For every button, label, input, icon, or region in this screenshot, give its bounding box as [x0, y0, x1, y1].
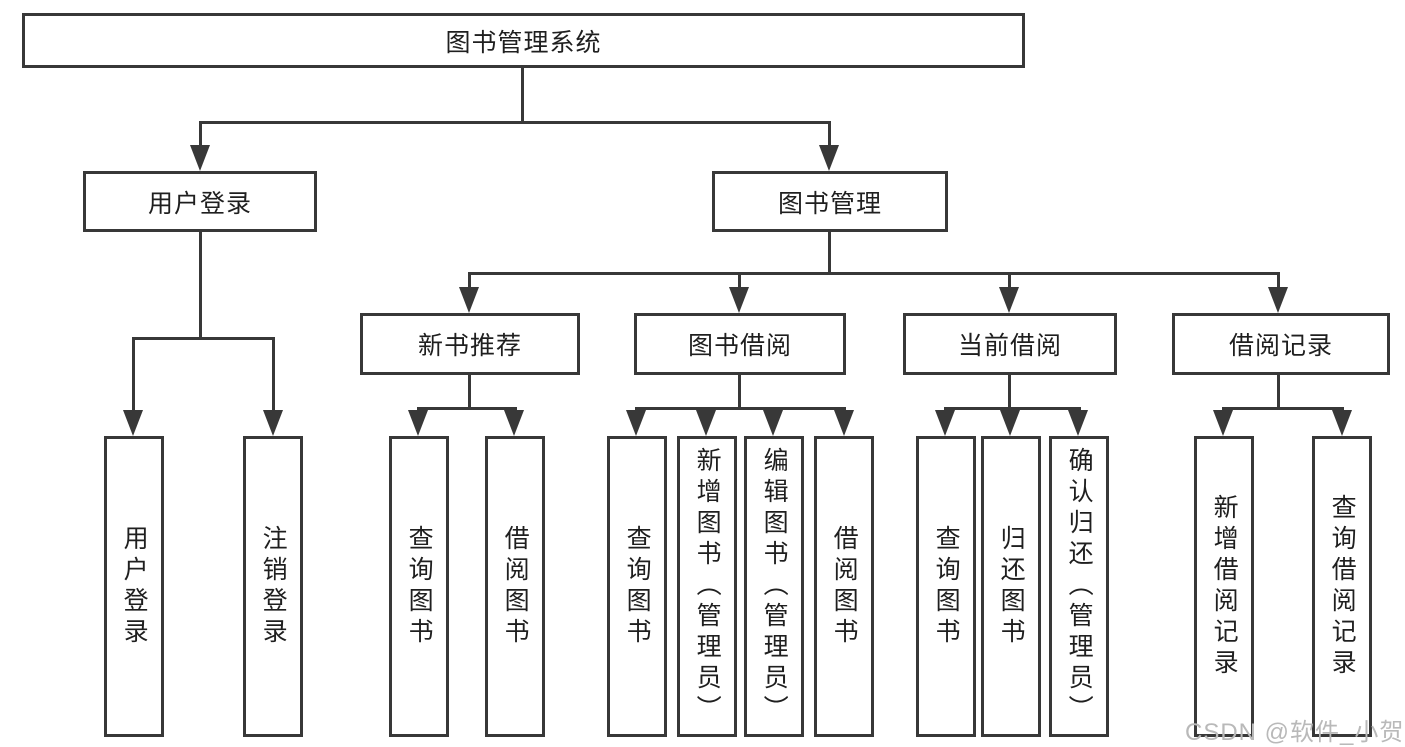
leaf-label: 编辑图书（管理员） [760, 447, 789, 726]
watermark: CSDN @软件_小贺同学 [1185, 719, 1405, 746]
leaf-return-books: 归还图书 [981, 436, 1041, 737]
connector-line [132, 337, 135, 412]
arrow-down-icon [408, 410, 428, 436]
node-book-management: 图书管理 [712, 171, 948, 232]
leaf-confirm-return-admin: 确认归还（管理员） [1049, 436, 1109, 737]
node-label: 用户登录 [147, 189, 252, 218]
connector-line [828, 232, 831, 272]
connector-line [199, 232, 202, 337]
leaf-query-books-3: 查询图书 [916, 436, 976, 737]
leaf-edit-books-admin: 编辑图书（管理员） [744, 436, 804, 737]
node-label: 图书借阅 [687, 332, 792, 360]
node-label: 当前借阅 [957, 332, 1062, 360]
arrow-down-icon [190, 145, 210, 171]
leaf-borrow-books-1: 借阅图书 [485, 436, 545, 737]
leaf-query-borrow-record: 查询借阅记录 [1312, 436, 1372, 737]
arrow-down-icon [999, 287, 1019, 313]
connector-line [635, 407, 846, 410]
arrow-down-icon [763, 410, 783, 436]
node-label: 图书管理 [777, 189, 882, 218]
leaf-add-books-admin: 新增图书（管理员） [677, 436, 737, 737]
connector-line [199, 121, 831, 124]
arrow-down-icon [834, 410, 854, 436]
connector-line [843, 407, 846, 412]
arrow-down-icon [123, 410, 143, 436]
leaf-label: 查询图书 [405, 524, 434, 649]
leaf-label: 查询图书 [932, 524, 961, 649]
connector-line [1077, 407, 1080, 412]
connector-line [944, 407, 1081, 410]
node-label: 新书推荐 [417, 332, 522, 360]
connector-line [417, 407, 517, 410]
arrow-down-icon [1332, 410, 1352, 436]
arrow-down-icon [819, 145, 839, 171]
connector-line [1341, 407, 1344, 412]
arrow-down-icon [729, 287, 749, 313]
node-book-borrow: 图书借阅 [634, 313, 846, 375]
leaf-label: 借阅图书 [830, 524, 859, 649]
connector-line [772, 407, 775, 412]
connector-line [468, 272, 471, 289]
arrow-down-icon [1068, 410, 1088, 436]
connector-line [1009, 407, 1012, 412]
leaf-label: 新增图书（管理员） [693, 447, 722, 726]
leaf-query-books-2: 查询图书 [607, 436, 667, 737]
leaf-label: 借阅图书 [501, 524, 530, 649]
leaf-user-login: 用户登录 [104, 436, 164, 737]
connector-line [468, 375, 471, 407]
leaf-label: 查询图书 [623, 524, 652, 649]
connector-line [944, 407, 947, 412]
leaf-label: 新增借阅记录 [1210, 493, 1239, 680]
leaf-label: 归还图书 [997, 524, 1026, 649]
connector-line [132, 337, 275, 340]
connector-line [1008, 272, 1011, 289]
connector-line [1277, 375, 1280, 407]
arrow-down-icon [504, 410, 524, 436]
arrow-down-icon [459, 287, 479, 313]
connector-line [705, 407, 708, 412]
connector-line [1277, 272, 1280, 289]
connector-line [1222, 407, 1225, 412]
connector-line [828, 121, 831, 147]
connector-line [635, 407, 638, 412]
arrow-down-icon [1213, 410, 1233, 436]
leaf-borrow-books-2: 借阅图书 [814, 436, 874, 737]
leaf-add-borrow-record: 新增借阅记录 [1194, 436, 1254, 737]
node-new-book-recommend: 新书推荐 [360, 313, 580, 375]
leaf-logout: 注销登录 [243, 436, 303, 737]
node-label: 借阅记录 [1228, 332, 1333, 360]
arrow-down-icon [1000, 410, 1020, 436]
connector-line [468, 272, 1280, 275]
leaf-query-books-1: 查询图书 [389, 436, 449, 737]
leaf-label: 用户登录 [120, 524, 149, 649]
arrow-down-icon [626, 410, 646, 436]
arrow-down-icon [935, 410, 955, 436]
node-current-borrow: 当前借阅 [903, 313, 1117, 375]
leaf-label: 确认归还（管理员） [1065, 447, 1094, 726]
node-library-system: 图书管理系统 [22, 13, 1025, 68]
connector-line [738, 375, 741, 407]
connector-line [199, 121, 202, 147]
arrow-down-icon [696, 410, 716, 436]
node-borrow-records: 借阅记录 [1172, 313, 1390, 375]
connector-line [1008, 375, 1011, 407]
connector-line [1222, 407, 1344, 410]
connector-line [513, 407, 516, 412]
node-user-login: 用户登录 [83, 171, 317, 232]
connector-line [272, 337, 275, 412]
arrow-down-icon [1268, 287, 1288, 313]
connector-line [417, 407, 420, 412]
connector-line [738, 272, 741, 289]
leaf-label: 注销登录 [259, 524, 288, 649]
connector-line [521, 68, 524, 121]
arrow-down-icon [263, 410, 283, 436]
node-label: 图书管理系统 [445, 28, 602, 57]
leaf-label: 查询借阅记录 [1328, 493, 1357, 680]
